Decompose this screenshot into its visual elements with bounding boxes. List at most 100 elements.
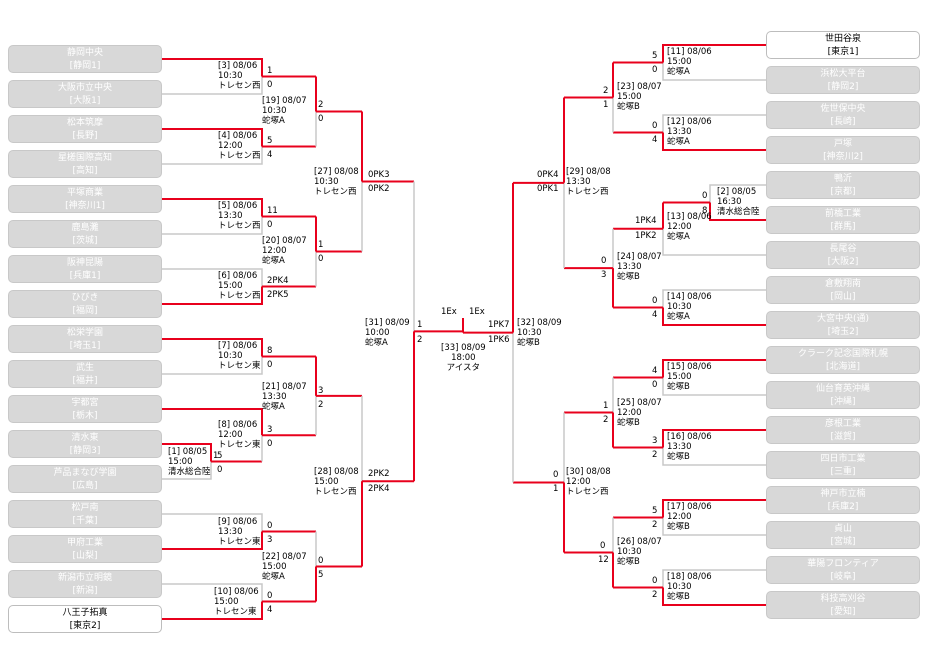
team-box[interactable]: 松戸南[千葉] [8, 500, 162, 528]
score: 0 [652, 121, 658, 131]
team-prefecture: [宮城] [830, 537, 856, 547]
score: 2 [318, 400, 324, 410]
match-no: [22] 08/07 [262, 552, 307, 562]
score: 8 [702, 206, 708, 216]
team-name: 鴨沂 [833, 174, 852, 184]
score: 0 [553, 470, 559, 480]
team-box[interactable]: 宇都宮[栃木] [8, 395, 162, 423]
team-box[interactable]: 松本筑摩[長野] [8, 115, 162, 143]
team-box[interactable]: 平塚商業[神奈川1] [8, 185, 162, 213]
team-box[interactable]: 彦根工業[滋賀] [766, 416, 920, 444]
winner-line [162, 443, 212, 462]
team-box[interactable]: 四日市工業[三重] [766, 451, 920, 479]
score: 4 [267, 150, 273, 160]
score: 0PK3 [368, 170, 390, 180]
team-box[interactable]: 倉敷翔南[岡山] [766, 276, 920, 304]
team-box[interactable]: 仙台育英沖縄[沖縄] [766, 381, 920, 409]
match-venue: 蛇塚B [617, 102, 640, 112]
score: 5 [217, 451, 223, 461]
team-box[interactable]: 武生[福井] [8, 360, 162, 388]
match-no: [21] 08/07 [262, 382, 307, 392]
team-box[interactable]: 星槎国際高知[高知] [8, 150, 162, 178]
team-name: 世田谷泉 [824, 34, 861, 44]
team-box[interactable]: 科技高刈谷[愛知] [766, 591, 920, 619]
match-time: 10:30 [218, 71, 243, 81]
match-time: 15:00 [214, 597, 239, 607]
team-prefecture: [静岡3] [69, 446, 101, 456]
winner-line [162, 286, 263, 305]
match-no: [3] 08/06 [218, 61, 258, 71]
team-box[interactable]: 大宮中央(通)[埼玉2] [766, 311, 920, 339]
team-box[interactable]: 浜松大平台[静岡2] [766, 66, 920, 94]
team-box[interactable]: クラーク記念国際札幌[北海道] [766, 346, 920, 374]
match-time: 12:00 [667, 512, 692, 522]
team-box[interactable]: 松栄学園[埼玉1] [8, 325, 162, 353]
match-time: 13:30 [667, 127, 692, 137]
team-box[interactable]: 八王子拓真[東京2] [8, 605, 162, 633]
team-box[interactable]: 芦品まなび学園[広島] [8, 465, 162, 493]
team-box[interactable]: 鹿島灘[茨城] [8, 220, 162, 248]
team-box[interactable]: 鴨沂[京都] [766, 171, 920, 199]
match-no: [4] 08/06 [218, 131, 258, 141]
team-box[interactable]: 華陽フロンティア[岐阜] [766, 556, 920, 584]
team-box[interactable]: 貞山[宮城] [766, 521, 920, 549]
team-box[interactable]: 甲府工業[山梨] [8, 535, 162, 563]
score: 1Ex [469, 307, 485, 317]
match-venue: 蛇塚B [617, 272, 640, 282]
team-box[interactable]: 世田谷泉[東京1] [766, 31, 920, 59]
team-box[interactable]: 戸塚[神奈川2] [766, 136, 920, 164]
score: 2PK4 [267, 276, 289, 286]
team-box[interactable]: ひびき[福岡] [8, 290, 162, 318]
team-box[interactable]: 阪神昆陽[兵庫1] [8, 255, 162, 283]
team-box[interactable]: 佐世保中央[長崎] [766, 101, 920, 129]
match-no: [8] 08/06 [218, 420, 258, 430]
team-box[interactable]: 長尾谷[大阪2] [766, 241, 920, 269]
team-box[interactable]: 新潟市立明鏡[新潟] [8, 570, 162, 598]
team-box[interactable]: 前橋工業[群馬] [766, 206, 920, 234]
team-box[interactable]: 清水東[静岡3] [8, 430, 162, 458]
score: 3 [267, 425, 273, 435]
team-name: 芦品まなび学園 [53, 468, 117, 478]
match-time: 10:30 [262, 106, 287, 116]
team-box[interactable]: 神戸市立楠[兵庫2] [766, 486, 920, 514]
team-box[interactable]: 静岡中央[静岡1] [8, 45, 162, 73]
team-prefecture: [埼玉2] [827, 327, 859, 337]
team-name: 四日市工業 [820, 454, 866, 464]
match-no: [29] 08/08 [566, 167, 611, 177]
score: 3 [267, 535, 273, 545]
team-box[interactable]: 大阪市立中央[大阪1] [8, 80, 162, 108]
